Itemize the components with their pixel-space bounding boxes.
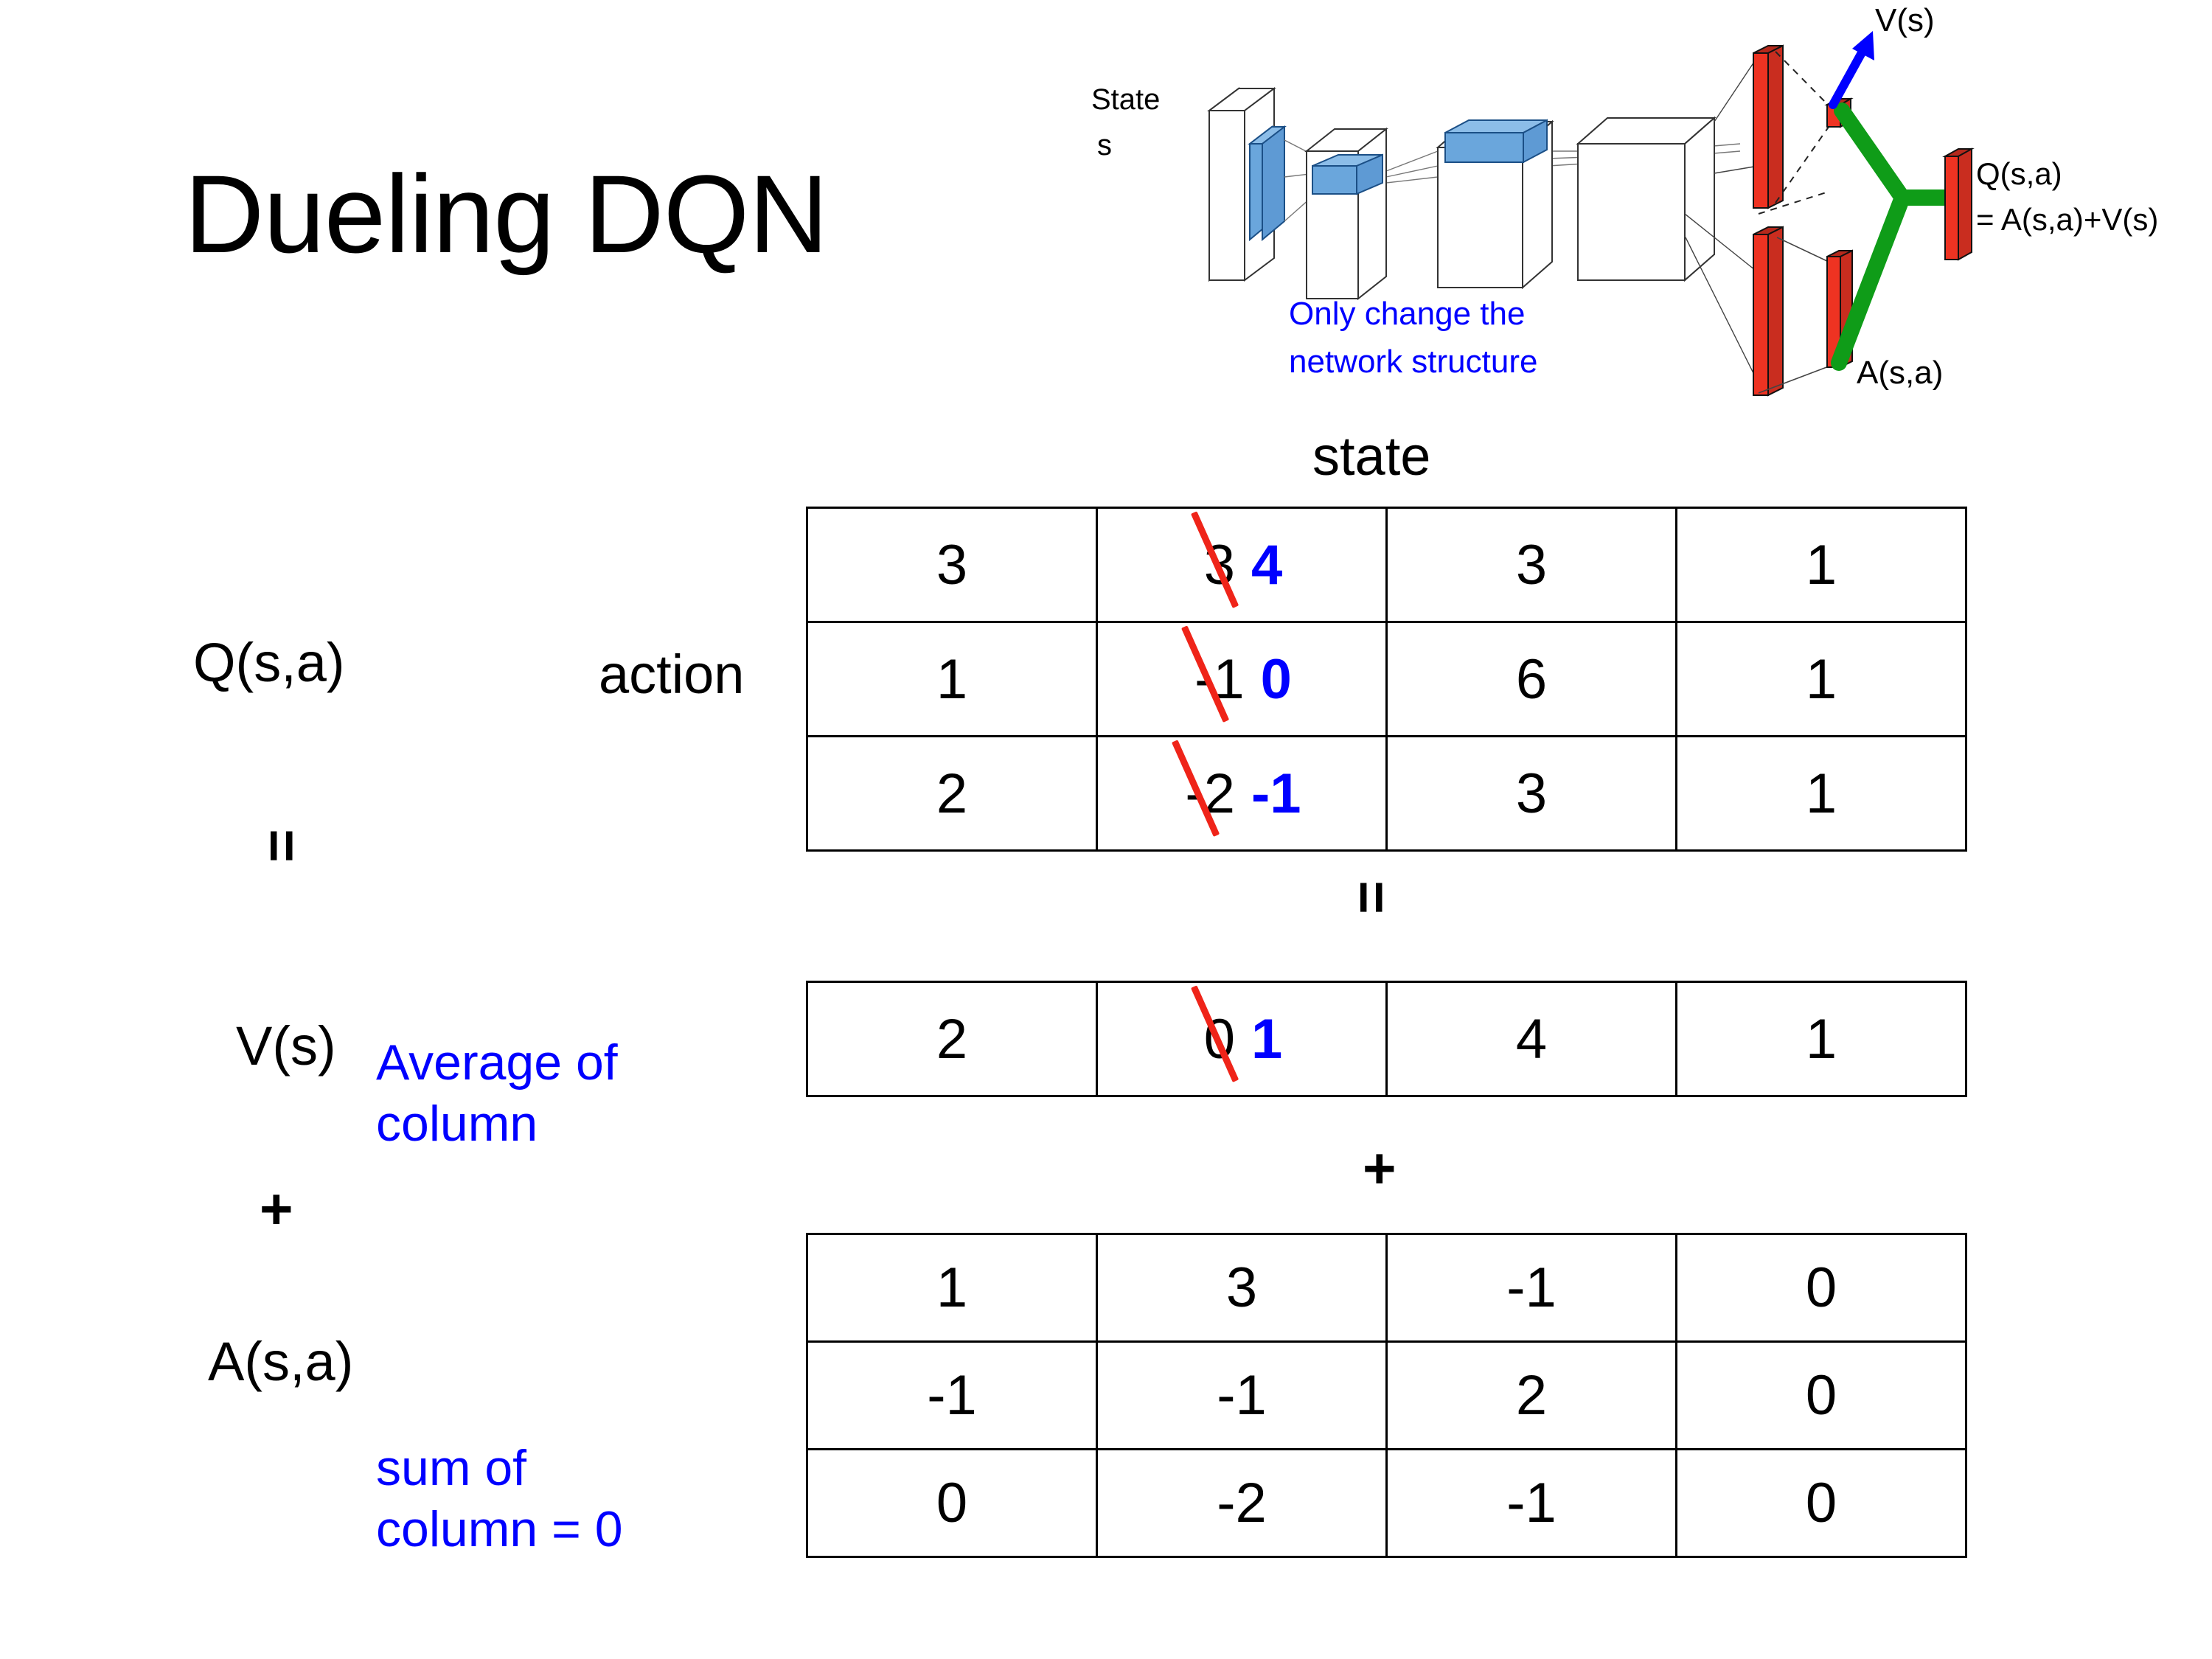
note-average-line1: Average of [376, 1034, 618, 1091]
label-a-function: A(s,a) [208, 1331, 354, 1392]
cell-v-c1: 0 1 [1096, 981, 1388, 1097]
diagram-output-label-line2: = A(s,a)+V(s) [1976, 202, 2158, 237]
edited-cell: -1 0 [1192, 647, 1292, 712]
corrected-value: -1 [1251, 762, 1301, 825]
table-row: 1 -1 0 6 1 [806, 621, 1967, 737]
struck-old-value: 0 [1201, 1007, 1238, 1071]
cell-a-r1c1: -1 [1096, 1340, 1388, 1450]
caption-action: action [599, 644, 745, 705]
value-output-arrow [1829, 31, 1874, 109]
matrix-a: 1 3 -1 0 -1 -1 2 0 0 -2 -1 0 [806, 1233, 1967, 1558]
q-output-bar [1942, 147, 1975, 261]
cell-a-r0c0: 1 [806, 1233, 1098, 1343]
conv-block-1 [1304, 127, 1388, 301]
conv-block-3 [1576, 116, 1717, 282]
table-row: 2 0 1 4 1 [806, 981, 1967, 1097]
table-row: 1 3 -1 0 [806, 1233, 1967, 1343]
cell-a-r2c2: -1 [1385, 1448, 1677, 1558]
cell-a-r2c3: 0 [1675, 1448, 1967, 1558]
page-title: Dueling DQN [184, 152, 829, 276]
cell-a-r1c3: 0 [1675, 1340, 1967, 1450]
note-sum-of-column: sum of column = 0 [376, 1438, 623, 1560]
cell-q-r0c3: 1 [1675, 507, 1967, 623]
diagram-value-head-label: V(s) [1875, 2, 1935, 38]
table-row: 3 3 4 3 1 [806, 507, 1967, 623]
caption-state: state [1312, 425, 1431, 487]
table-row: 2 -2 -1 3 1 [806, 735, 1967, 852]
diagram-input-label-line2: s [1097, 129, 1112, 161]
label-v-function: V(s) [236, 1015, 336, 1077]
cell-a-r1c0: -1 [806, 1340, 1098, 1450]
cell-q-r2c0: 2 [806, 735, 1098, 852]
note-sum-line1: sum of [376, 1440, 527, 1496]
cell-v-c0: 2 [806, 981, 1098, 1097]
advantage-stream-bar [1753, 226, 1784, 397]
cell-q-r1c1: -1 0 [1096, 621, 1388, 737]
cell-q-r1c0: 1 [806, 621, 1098, 737]
equals-operator-between-q-and-v: = [1339, 880, 1405, 914]
struck-old-value: -2 [1182, 762, 1238, 826]
value-stream-bar [1753, 44, 1784, 209]
cell-q-r1c3: 1 [1675, 621, 1967, 737]
input-plane-icon [1207, 87, 1287, 282]
cell-a-r0c3: 0 [1675, 1233, 1967, 1343]
corrected-value: 4 [1251, 533, 1283, 597]
cell-v-c2: 4 [1385, 981, 1677, 1097]
diagram-input-label-line1: State [1091, 83, 1160, 116]
corrected-value: 1 [1251, 1007, 1283, 1071]
equals-operator-left: = [249, 829, 315, 863]
plus-operator-between-v-and-a: + [1363, 1135, 1397, 1200]
corrected-value: 0 [1260, 647, 1292, 711]
edited-cell: -2 -1 [1182, 762, 1301, 826]
cell-q-r2c2: 3 [1385, 735, 1677, 852]
cell-q-r0c1: 3 4 [1096, 507, 1388, 623]
diagram-output-label-line1: Q(s,a) [1976, 156, 2062, 191]
label-q-function: Q(s,a) [193, 632, 345, 693]
diagram-note-line2: network structure [1289, 344, 1537, 380]
matrix-v: 2 0 1 4 1 [806, 981, 1967, 1097]
note-average-line2: column [376, 1095, 538, 1152]
diagram-note-line1: Only change the [1289, 296, 1525, 332]
table-row: 0 -2 -1 0 [806, 1448, 1967, 1558]
cell-q-r2c1: -2 -1 [1096, 735, 1388, 852]
plus-operator-left: + [260, 1176, 293, 1241]
cell-q-r2c3: 1 [1675, 735, 1967, 852]
edited-cell: 0 1 [1201, 1007, 1283, 1071]
struck-old-value: -1 [1192, 647, 1248, 712]
note-average-of-column: Average of column [376, 1032, 618, 1155]
dueling-network-diagram: State s Only change the network structur… [1091, 0, 2212, 413]
cell-v-c3: 1 [1675, 981, 1967, 1097]
cell-q-r1c2: 6 [1385, 621, 1677, 737]
cell-a-r0c1: 3 [1096, 1233, 1388, 1343]
merge-green-connector [1831, 102, 1955, 371]
cell-q-r0c0: 3 [806, 507, 1098, 623]
conv-block-2 [1436, 119, 1554, 290]
cell-a-r0c2: -1 [1385, 1233, 1677, 1343]
cell-a-r2c1: -2 [1096, 1448, 1388, 1558]
cell-a-r2c0: 0 [806, 1448, 1098, 1558]
diagram-advantage-head-label: A(s,a) [1857, 355, 1943, 391]
note-sum-line2: column = 0 [376, 1500, 623, 1557]
matrix-q: 3 3 4 3 1 1 -1 0 6 1 2 -2 -1 3 1 [806, 507, 1967, 852]
cell-a-r1c2: 2 [1385, 1340, 1677, 1450]
cell-q-r0c2: 3 [1385, 507, 1677, 623]
table-row: -1 -1 2 0 [806, 1340, 1967, 1450]
edited-cell: 3 4 [1201, 533, 1283, 597]
struck-old-value: 3 [1201, 533, 1238, 597]
